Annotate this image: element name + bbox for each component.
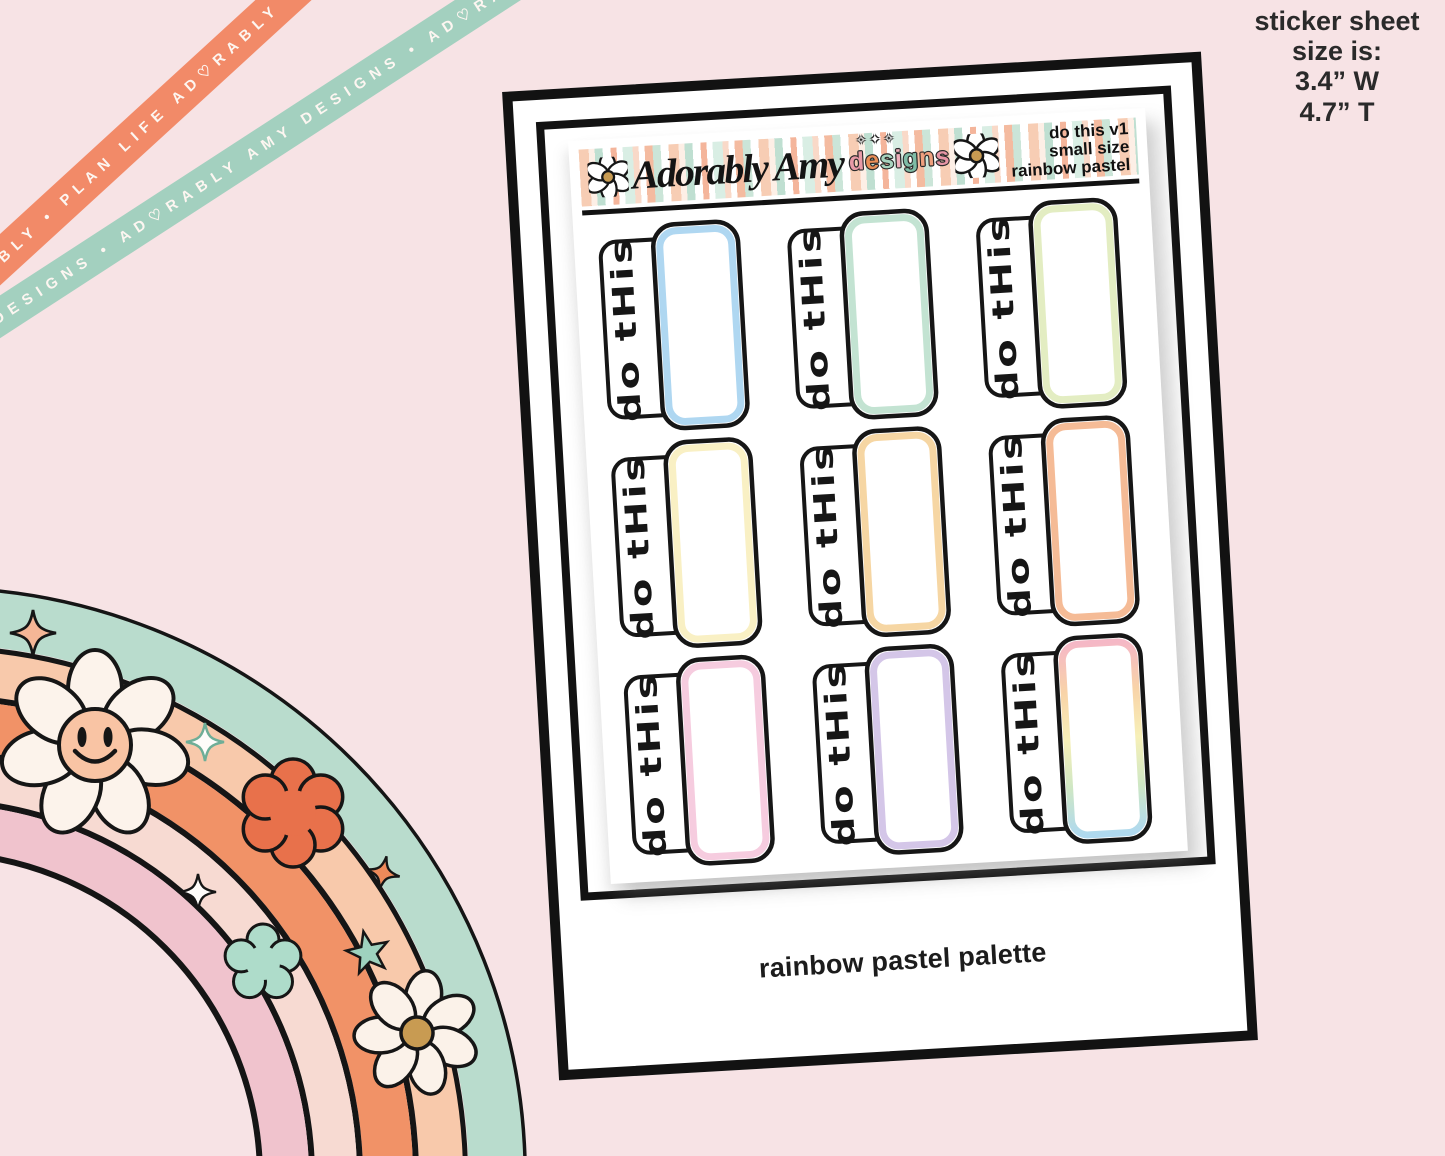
polaroid-frame: Adorably Amy ✧✦✧ designs (502, 51, 1258, 1081)
white-teal-sparkle-icon (185, 722, 225, 762)
orange-sparkle-icon (365, 855, 401, 891)
brand-stripe-header: Adorably Amy ✧✦✧ designs (578, 117, 1139, 207)
designs-letter: s (934, 142, 952, 172)
designs-wrap: ✧✦✧ designs (848, 130, 952, 177)
white-sparkle-icon (179, 873, 217, 911)
do-this-sticker-pink: do tHis (624, 654, 776, 866)
do-this-sticker-tan: do tHis (800, 426, 951, 638)
sticker-sheet: Adorably Amy ✧✦✧ designs (568, 107, 1188, 885)
designs-letter: n (918, 143, 937, 173)
sheet-title: do this v1 small size rainbow pastel (1009, 119, 1131, 181)
teal-star-icon (342, 927, 391, 977)
size-note-line-4: 4.7” T (1299, 96, 1375, 127)
size-note-line-1: sticker sheet (1254, 6, 1420, 36)
do-this-sticker-peach: do tHis (988, 415, 1140, 627)
designs-letter: g (902, 144, 920, 173)
do-this-sticker-lavender: do tHis (812, 644, 964, 855)
gold-daisy-flower-icon (352, 969, 478, 1096)
peach-sparkle-icon (9, 609, 57, 657)
do-this-sticker-blue: do tHis (599, 219, 750, 431)
sparkles-icon: ✧✦✧ (855, 130, 898, 148)
daisy-icon (952, 132, 1000, 179)
smiley-daisy-flower-icon (0, 648, 191, 835)
sticker-grid: do tHis do tHis do tHis do tHis do tHis (579, 190, 1182, 875)
coral-flower-icon (241, 757, 345, 869)
do-this-sticker-lime: do tHis (975, 197, 1127, 409)
do-this-sticker-mint: do tHis (787, 208, 939, 420)
photo-area: Adorably Amy ✧✦✧ designs (535, 85, 1216, 901)
size-note: sticker sheet size is: 3.4” W 4.7” T (1242, 6, 1432, 127)
do-this-sticker-rainbow: do tHis (1000, 633, 1152, 844)
daisy-icon (587, 155, 630, 198)
mint-flower-icon (223, 922, 303, 1000)
do-this-sticker-yellow: do tHis (611, 437, 763, 648)
size-note-line-2: size is: (1291, 36, 1383, 67)
size-note-line-3: 3.4” W (1294, 66, 1380, 97)
rainbow-graphic (0, 589, 527, 1156)
brand-script-name: Adorably Amy (630, 140, 845, 198)
palette-caption: rainbow pastel palette (758, 936, 1048, 984)
